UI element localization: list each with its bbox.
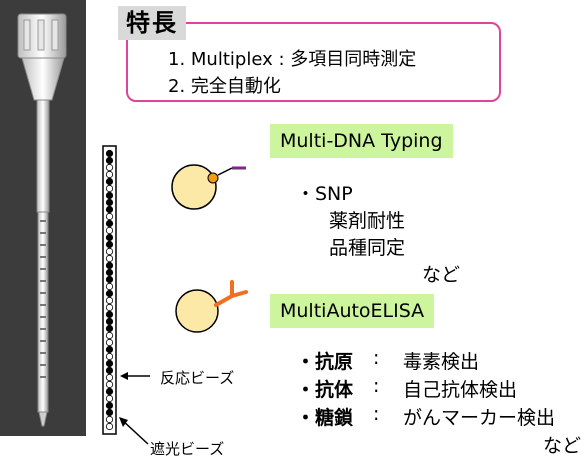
shading-bead: [105, 310, 114, 319]
feature-item-2: 2. 完全自動化: [168, 76, 281, 97]
shading-bead: [105, 289, 114, 298]
features-title: 特長: [118, 6, 186, 40]
dna-linker: [217, 167, 233, 176]
shading-bead: [105, 408, 114, 417]
dna-variety-id: 品種同定: [329, 237, 406, 259]
reaction-bead: [105, 212, 114, 221]
reaction-bead: [105, 226, 114, 235]
shading-bead: [105, 401, 114, 410]
reaction-bead: [105, 352, 114, 361]
feature-item-1: 1. Multiplex : 多項目同時測定: [168, 49, 417, 70]
elisa-bead-icon: [175, 289, 219, 333]
shading-bead: [105, 275, 114, 284]
shading-bead: [105, 324, 114, 333]
reaction-bead: [105, 247, 114, 256]
shading-bead: [105, 261, 114, 270]
elisa-antibody-value: 自己抗体検出: [403, 379, 518, 401]
bead-stack: [105, 149, 114, 431]
shading-bead: [105, 149, 114, 158]
elisa-antibody-key: ・抗体: [296, 379, 354, 401]
dna-drug-resistance: 薬剤耐性: [329, 210, 406, 232]
reaction-beads-label: 反応ビーズ: [160, 369, 235, 387]
reaction-bead: [105, 184, 114, 193]
reaction-bead: [105, 380, 114, 389]
dna-typing-label: Multi-DNA Typing: [270, 124, 453, 158]
shading-beads-label: 遮光ビーズ: [150, 440, 225, 458]
dna-etc: など: [422, 264, 461, 286]
elisa-antibody-sep: :: [373, 375, 380, 397]
shading-bead: [105, 205, 114, 214]
features-box: [126, 22, 501, 102]
reaction-bead: [105, 163, 114, 172]
shading-bead: [105, 240, 114, 249]
antibody-icon: [214, 280, 248, 307]
shading-bead: [105, 191, 114, 200]
reaction-bead: [105, 331, 114, 340]
shading-bead: [105, 268, 114, 277]
shading-bead: [105, 198, 114, 207]
dna-bead-icon: [171, 164, 217, 210]
device-photo: [0, 0, 86, 436]
elisa-antigen-value: 毒素検出: [403, 351, 480, 373]
elisa-glycan-sep: :: [373, 403, 380, 425]
shading-bead: [105, 317, 114, 326]
dna-probe-dot: [207, 172, 219, 184]
shading-bead: [105, 366, 114, 375]
elisa-antigen-sep: :: [373, 347, 380, 369]
dna-snp: ・SNP: [296, 183, 353, 205]
reaction-bead: [105, 254, 114, 263]
reaction-bead: [105, 170, 114, 179]
elisa-label: MultiAutoELISA: [270, 294, 435, 328]
reaction-bead: [105, 415, 114, 424]
reaction-bead: [105, 394, 114, 403]
reaction-bead: [105, 338, 114, 347]
shading-beads-arrowhead: [119, 417, 128, 427]
elisa-glycan-value: がんマーカー検出: [403, 407, 556, 429]
pipette-tip-illustration: [17, 13, 67, 427]
reaction-bead: [105, 422, 114, 431]
reaction-beads-arrowhead: [120, 372, 128, 380]
shading-bead: [105, 345, 114, 354]
reaction-bead: [105, 282, 114, 291]
elisa-etc: など: [543, 435, 582, 457]
shading-bead: [105, 177, 114, 186]
shading-beads-arrow: [121, 419, 149, 445]
shading-bead: [105, 359, 114, 368]
reaction-bead: [105, 296, 114, 305]
shading-bead: [105, 156, 114, 165]
elisa-antigen-key: ・抗原: [296, 351, 354, 373]
shading-bead: [105, 387, 114, 396]
shading-bead: [105, 219, 114, 228]
elisa-glycan-key: ・糖鎖: [296, 407, 354, 429]
reaction-bead: [105, 303, 114, 312]
reaction-bead: [105, 373, 114, 382]
shading-bead: [105, 233, 114, 242]
